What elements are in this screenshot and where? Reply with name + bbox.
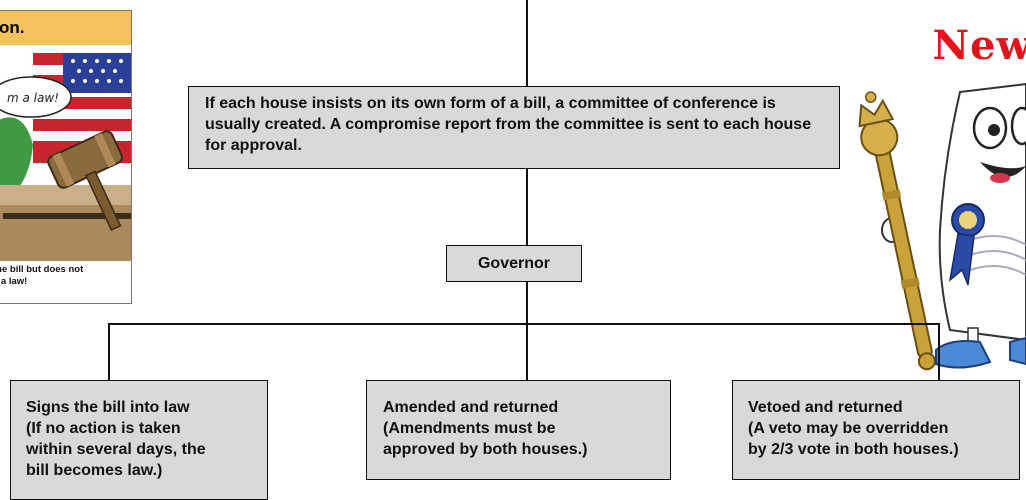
- comic-caption: the bill but does not s a law!: [0, 264, 123, 288]
- comic-caption-line: s a law!: [0, 276, 28, 287]
- outcome-line: Amended and returned: [383, 399, 559, 416]
- conference-committee-text: If each house insists on its own form of…: [205, 95, 812, 154]
- outcome-box-signs: Signs the bill into law (If no action is…: [10, 380, 268, 500]
- outcome-line: by 2/3 vote in both houses.): [748, 441, 959, 458]
- connector-governor-branch: [526, 282, 528, 324]
- governor-label: Governor: [477, 255, 550, 272]
- comic-panel: on. m a law! the bill but: [0, 10, 132, 304]
- connector-top: [526, 0, 528, 86]
- mascot-illustration: [858, 82, 1026, 371]
- outcome-line: (A veto may be overridden: [748, 420, 949, 437]
- outcome-box-vetoed: Vetoed and returned (A veto may be overr…: [732, 380, 1020, 480]
- outcome-line: (If no action is taken: [26, 420, 181, 437]
- outcome-line: Vetoed and returned: [748, 399, 903, 416]
- outcome-line: approved by both houses.): [383, 441, 588, 458]
- comic-caption-line: the bill but does not: [0, 264, 84, 275]
- connector-left-drop: [108, 323, 110, 380]
- comic-illustration: m a law!: [0, 45, 131, 261]
- connector-middle-drop: [526, 323, 528, 380]
- governor-box: Governor: [446, 245, 582, 282]
- connector-horizontal: [108, 323, 940, 325]
- comic-header: on.: [0, 11, 131, 45]
- comic-speech-text: m a law!: [7, 91, 59, 105]
- outcome-line: bill becomes law.): [26, 462, 163, 479]
- outcome-line: Signs the bill into law: [26, 399, 190, 416]
- outcome-line: (Amendments must be: [383, 420, 556, 437]
- outcome-box-amended: Amended and returned (Amendments must be…: [366, 380, 671, 480]
- connector-right-drop: [938, 323, 940, 380]
- brand-title: New: [932, 22, 1026, 69]
- outcome-line: within several days, the: [26, 441, 206, 458]
- comic-header-text: on.: [0, 18, 25, 37]
- conference-committee-box: If each house insists on its own form of…: [188, 86, 840, 169]
- connector-conference-governor: [526, 169, 528, 245]
